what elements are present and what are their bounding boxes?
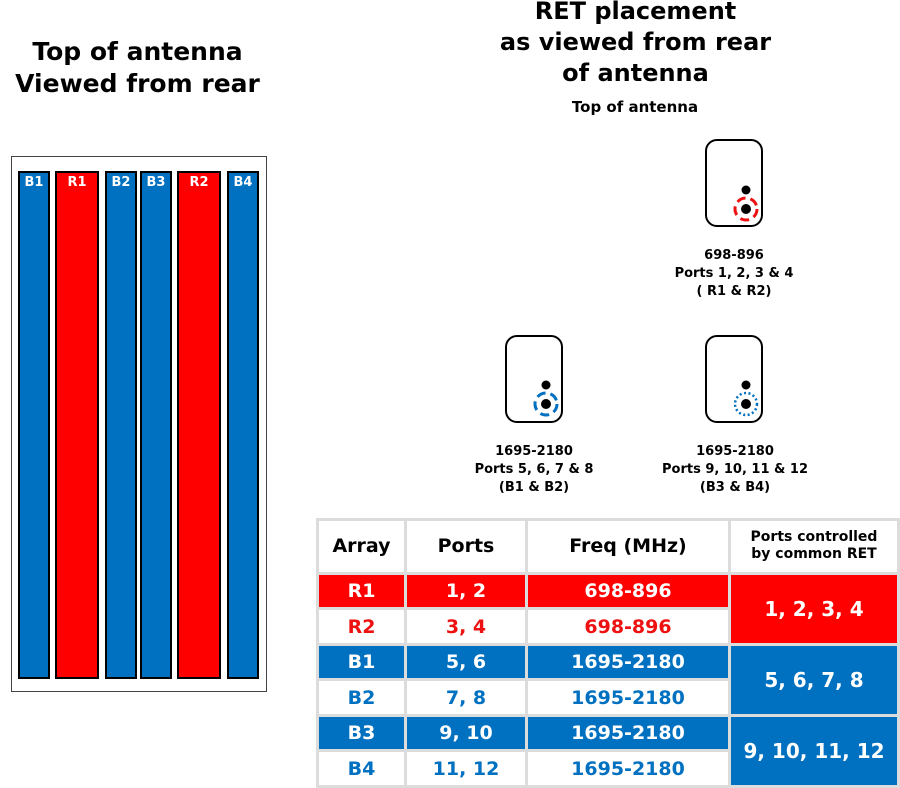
common-ret-cell: 9, 10, 11, 12 xyxy=(731,716,897,785)
freq-cell: 1695-2180 xyxy=(528,645,728,679)
column-label-b4: B4 xyxy=(233,175,253,190)
ports-cell: 9, 10 xyxy=(407,716,525,750)
antenna-rear-view: B1 R1 B2 B3 R2 B4 xyxy=(11,156,267,692)
table-row: R1 1, 2 698-896 1, 2, 3, 4 xyxy=(319,574,897,643)
array-column-b4: B4 xyxy=(227,171,259,679)
column-label-b2: B2 xyxy=(111,175,131,190)
column-label-r1: R1 xyxy=(67,175,87,190)
column-label-b3: B3 xyxy=(146,175,166,190)
array-column-b1: B1 xyxy=(18,171,50,679)
ports-cell: 5, 6 xyxy=(407,645,525,679)
right-title: RET placement as viewed from rear of ant… xyxy=(468,0,803,89)
table-row: B4 11, 12 1695-2180 xyxy=(319,752,897,785)
table-row: B3 9, 10 1695-2180 9, 10, 11, 12 xyxy=(319,716,897,785)
left-title-line-1: Top of antenna xyxy=(32,37,243,66)
header-ports-controlled: Ports controlled by common RET xyxy=(731,521,897,572)
common-ret-cell: 1, 2, 3, 4 xyxy=(731,574,897,643)
table-header-row: Array Ports Freq (MHz) Ports controlled … xyxy=(319,521,897,572)
array-cell: B3 xyxy=(319,716,404,750)
table-row: B1 5, 6 1695-2180 5, 6, 7, 8 xyxy=(319,645,897,714)
freq-cell: 1695-2180 xyxy=(528,752,728,785)
header-freq: Freq (MHz) xyxy=(528,521,728,572)
ret-ports: Ports 9, 10, 11 & 12 xyxy=(662,462,808,477)
left-title: Top of antenna Viewed from rear xyxy=(0,36,275,100)
array-cell: B1 xyxy=(319,645,404,679)
array-cell: R1 xyxy=(319,574,404,608)
ret-freq: 698-896 xyxy=(704,248,764,263)
array-port-table: Array Ports Freq (MHz) Ports controlled … xyxy=(316,518,900,788)
header-ports-controlled-line-1: Ports controlled xyxy=(750,529,878,546)
ret-caption-b1-b2: 1695-2180 Ports 5, 6, 7 & 8 (B1 & B2) xyxy=(424,443,644,497)
ret-freq: 1695-2180 xyxy=(696,444,774,459)
ret-ports: Ports 5, 6, 7 & 8 xyxy=(474,462,594,477)
ports-cell: 7, 8 xyxy=(407,681,525,714)
array-cell: R2 xyxy=(319,610,404,643)
freq-cell: 698-896 xyxy=(528,610,728,643)
ret-connector-icon xyxy=(733,185,759,222)
array-cell: B2 xyxy=(319,681,404,714)
ports-cell: 3, 4 xyxy=(407,610,525,643)
ports-cell: 1, 2 xyxy=(407,574,525,608)
freq-cell: 1695-2180 xyxy=(528,716,728,750)
right-title-line-1: RET placement xyxy=(534,0,737,25)
header-ports: Ports xyxy=(407,521,525,572)
ret-connector-icon xyxy=(533,380,559,417)
ret-unit-b1-b2 xyxy=(505,335,563,423)
array-column-r2: R2 xyxy=(177,171,221,679)
table-row: B2 7, 8 1695-2180 xyxy=(319,681,897,714)
freq-cell: 698-896 xyxy=(528,574,728,608)
ret-caption-low-band: 698-896 Ports 1, 2, 3 & 4 ( R1 & R2) xyxy=(624,247,844,301)
header-ports-controlled-line-2: by common RET xyxy=(751,546,877,563)
top-of-antenna-label: Top of antenna xyxy=(571,98,699,116)
right-title-line-2: as viewed from rear xyxy=(499,28,772,56)
column-label-r2: R2 xyxy=(189,175,209,190)
ret-freq: 1695-2180 xyxy=(495,444,573,459)
array-column-b3: B3 xyxy=(140,171,172,679)
header-array: Array xyxy=(319,521,404,572)
array-cell: B4 xyxy=(319,752,404,785)
common-ret-cell: 5, 6, 7, 8 xyxy=(731,645,897,714)
left-title-line-2: Viewed from rear xyxy=(15,69,260,98)
ret-arrays: (B1 & B2) xyxy=(498,480,570,495)
ret-caption-b3-b4: 1695-2180 Ports 9, 10, 11 & 12 (B3 & B4) xyxy=(625,443,845,497)
freq-cell: 1695-2180 xyxy=(528,681,728,714)
table-row: R2 3, 4 698-896 xyxy=(319,610,897,643)
ret-unit-low-band xyxy=(705,139,763,227)
ret-arrays: (B3 & B4) xyxy=(699,480,771,495)
ret-arrays: ( R1 & R2) xyxy=(696,284,772,299)
array-column-b2: B2 xyxy=(105,171,137,679)
ports-cell: 11, 12 xyxy=(407,752,525,785)
ret-unit-b3-b4 xyxy=(705,335,763,423)
right-title-line-3: of antenna xyxy=(562,59,709,87)
array-column-r1: R1 xyxy=(55,171,99,679)
ret-ports: Ports 1, 2, 3 & 4 xyxy=(674,266,794,281)
column-label-b1: B1 xyxy=(24,175,44,190)
ret-connector-icon xyxy=(733,380,759,417)
